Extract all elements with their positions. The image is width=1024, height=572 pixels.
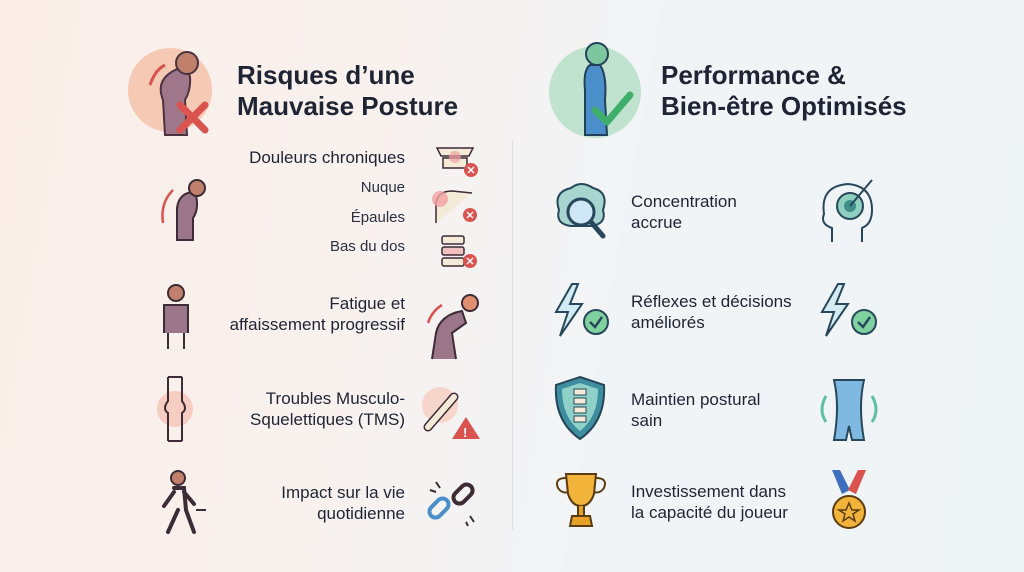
- item-posture: Maintien postural sain: [631, 389, 760, 431]
- item-investment-line1: Investissement dans: [631, 482, 786, 501]
- sub-bas-du-dos: Bas du dos: [329, 238, 405, 255]
- right-title-line2: Bien-être Optimisés: [661, 91, 907, 121]
- item-reflexes: Réflexes et décisions améliorés: [631, 291, 792, 333]
- item-investment: Investissement dans la capacité du joueu…: [631, 481, 788, 523]
- torso-rotation-icon: [820, 379, 878, 441]
- item-fatigue-line1: Fatigue et: [329, 294, 405, 313]
- right-title: Performance & Bien-être Optimisés: [661, 60, 907, 122]
- shoulder-pain-icon: [432, 190, 477, 223]
- medal-icon: [832, 470, 866, 529]
- item-concentration-line2: accrue: [631, 213, 683, 232]
- broken-bone-warning-icon: !: [422, 387, 480, 440]
- item-tms: Troubles Musculo- Squelettiques (TMS): [200, 388, 405, 430]
- item-concentration-line1: Concentration: [631, 192, 737, 211]
- vertebra-pain-icon: [435, 147, 478, 177]
- broken-chain-icon: [427, 481, 475, 527]
- sub-nuque: Nuque: [360, 179, 405, 196]
- item-posture-line1: Maintien postural: [631, 390, 761, 409]
- lightning-check-icon: [554, 283, 609, 337]
- item-tms-line2: Squelettiques (TMS): [250, 410, 405, 429]
- good-posture-icon: [549, 42, 641, 138]
- item-reflexes-line1: Réflexes et décisions: [631, 292, 792, 311]
- trophy-icon: [556, 473, 606, 527]
- lower-back-pain-icon: [441, 235, 477, 268]
- svg-text:!: !: [463, 425, 467, 440]
- knee-joint-icon: [157, 376, 193, 442]
- tired-person-icon: [163, 284, 189, 349]
- head-target-icon: [822, 179, 874, 242]
- item-chronic-pain: Douleurs chroniques: [249, 148, 405, 167]
- item-fatigue-line2: affaissement progressif: [229, 315, 405, 334]
- left-title-line1: Risques d’une: [237, 60, 415, 90]
- brain-magnifier-icon: [556, 183, 606, 239]
- sub-epaules: Épaules: [350, 209, 405, 226]
- slumped-person-icon: [426, 294, 479, 360]
- item-investment-line2: la capacité du joueur: [631, 503, 788, 522]
- item-tms-line1: Troubles Musculo-: [265, 389, 405, 408]
- left-title-line2: Mauvaise Posture: [237, 91, 459, 121]
- left-title: Risques d’une Mauvaise Posture: [237, 60, 458, 122]
- item-fatigue: Fatigue et affaissement progressif: [160, 293, 405, 335]
- item-concentration: Concentration accrue: [631, 191, 737, 233]
- right-title-line1: Performance &: [661, 60, 846, 90]
- item-reflexes-line2: améliorés: [631, 313, 705, 332]
- item-posture-line2: sain: [631, 411, 663, 430]
- spine-shield-icon: [554, 375, 606, 441]
- lightning-check-icon-2: [820, 283, 877, 337]
- column-divider: [512, 140, 513, 530]
- bad-posture-icon: [128, 48, 212, 136]
- item-daily-life-line1: Impact sur la vie: [281, 483, 405, 502]
- item-daily-life-line2: quotidienne: [317, 504, 405, 523]
- item-daily-life: Impact sur la vie quotidienne: [200, 482, 405, 524]
- walking-person-icon: [162, 470, 206, 534]
- hunched-person-icon: [161, 179, 206, 241]
